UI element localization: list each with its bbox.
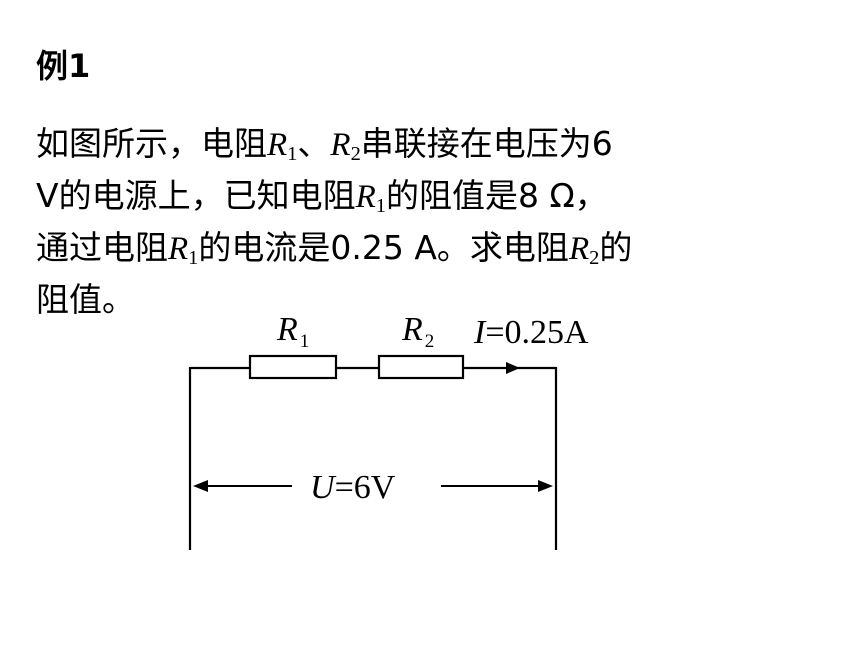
label-voltage: U=6V: [310, 469, 396, 506]
resistor-r2-subscript: 2: [589, 247, 600, 270]
resistor-r1-symbol: R: [355, 179, 376, 215]
resistor-r1-subscript: 1: [375, 195, 386, 218]
resistor-r2-symbol: R: [330, 127, 351, 163]
resistor-r2-symbol: R: [568, 231, 590, 267]
problem-statement: 如图所示，电阻R1、R2串联接在电压为6 V的电源上，已知电阻R1的阻值是8 Ω…: [36, 118, 826, 326]
problem-line-3: 通过电阻R1的电流是0.25 A。求电阻R2的: [36, 228, 633, 270]
resistor-r1: [248, 354, 338, 380]
problem-line-1: 如图所示，电阻R1、R2串联接在电压为6: [36, 124, 613, 166]
resistor-r1-symbol: R: [168, 231, 189, 267]
resistor-r2: [377, 354, 465, 380]
resistor-r2-subscript: 2: [350, 143, 361, 166]
resistor-r1-subscript: 1: [287, 143, 298, 166]
voltage-arrow-right-icon: [538, 480, 553, 492]
current-arrow-icon: [506, 362, 520, 374]
example-title: 例1: [36, 47, 91, 85]
problem-line-2: V的电源上，已知电阻R1的阻值是8 Ω，: [36, 176, 608, 218]
problem-line-4: 阻值。: [36, 280, 135, 319]
voltage-arrow-left-icon: [193, 480, 208, 492]
resistor-r1-symbol: R: [267, 127, 288, 163]
resistor-r1-subscript: 1: [188, 247, 199, 270]
